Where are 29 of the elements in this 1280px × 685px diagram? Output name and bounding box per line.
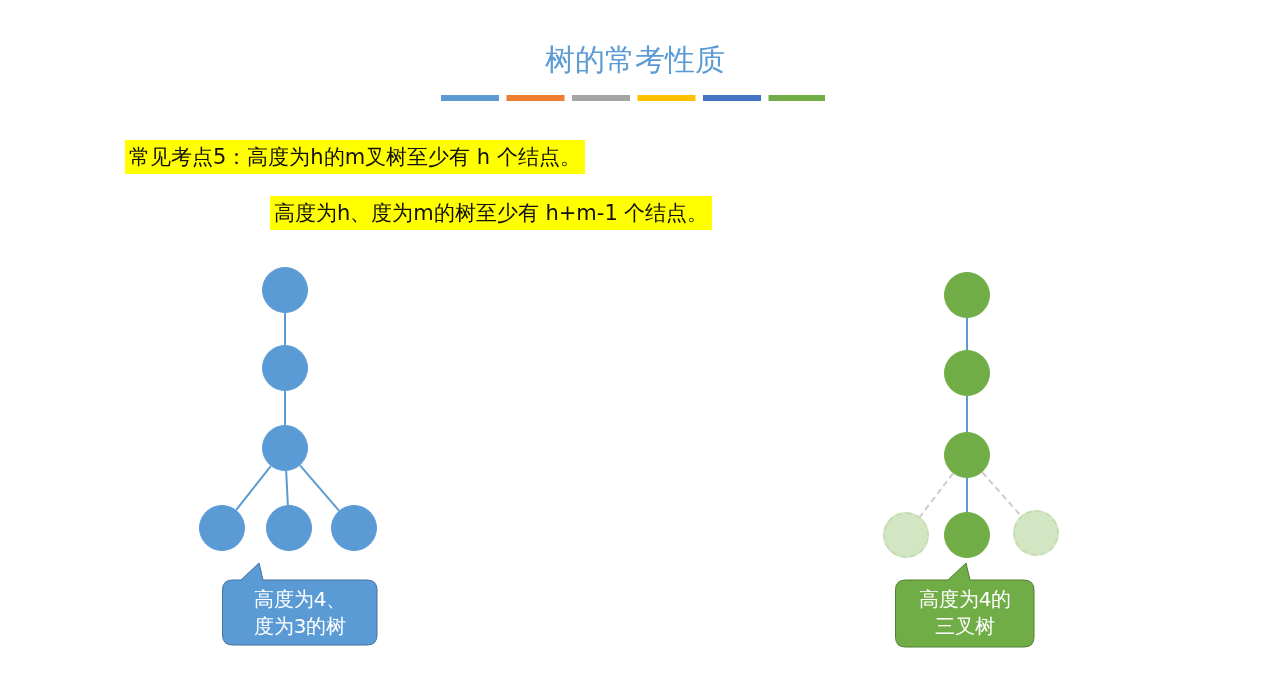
speech-bubble [222, 562, 378, 646]
title: 树的常考性质 [544, 41, 726, 79]
tree-edge [285, 469, 289, 507]
tree-node [262, 345, 308, 391]
dashed-line [918, 472, 955, 518]
tree-node [199, 505, 245, 551]
tree-node [262, 267, 308, 313]
tree-node [944, 350, 990, 396]
tree-edge [966, 317, 968, 351]
callout-text: 高度为4、度为3的树 [252, 586, 348, 640]
faded-tree-node [883, 512, 929, 558]
tree-edge [966, 395, 968, 433]
tree-edge [299, 464, 340, 512]
speech-bubble [895, 562, 1035, 648]
tree-node [266, 505, 312, 551]
tree-node [944, 272, 990, 318]
tree-edge [966, 477, 968, 513]
tree-edge [284, 390, 286, 426]
tree-node [944, 432, 990, 478]
dashed-line [981, 471, 1022, 517]
tree-node [262, 425, 308, 471]
faded-tree-node [1013, 510, 1059, 556]
callout-text: 高度为4的三叉树 [917, 586, 1013, 640]
highlighted-text: 常见考点5：高度为h的m叉树至少有 h 个结点。 [125, 140, 585, 174]
tree-edge [284, 312, 286, 346]
tree-edge [235, 465, 272, 511]
tree-node [944, 512, 990, 558]
tree-node [331, 505, 377, 551]
highlighted-text: 高度为h、度为m的树至少有 h+m-1 个结点。 [270, 196, 713, 230]
